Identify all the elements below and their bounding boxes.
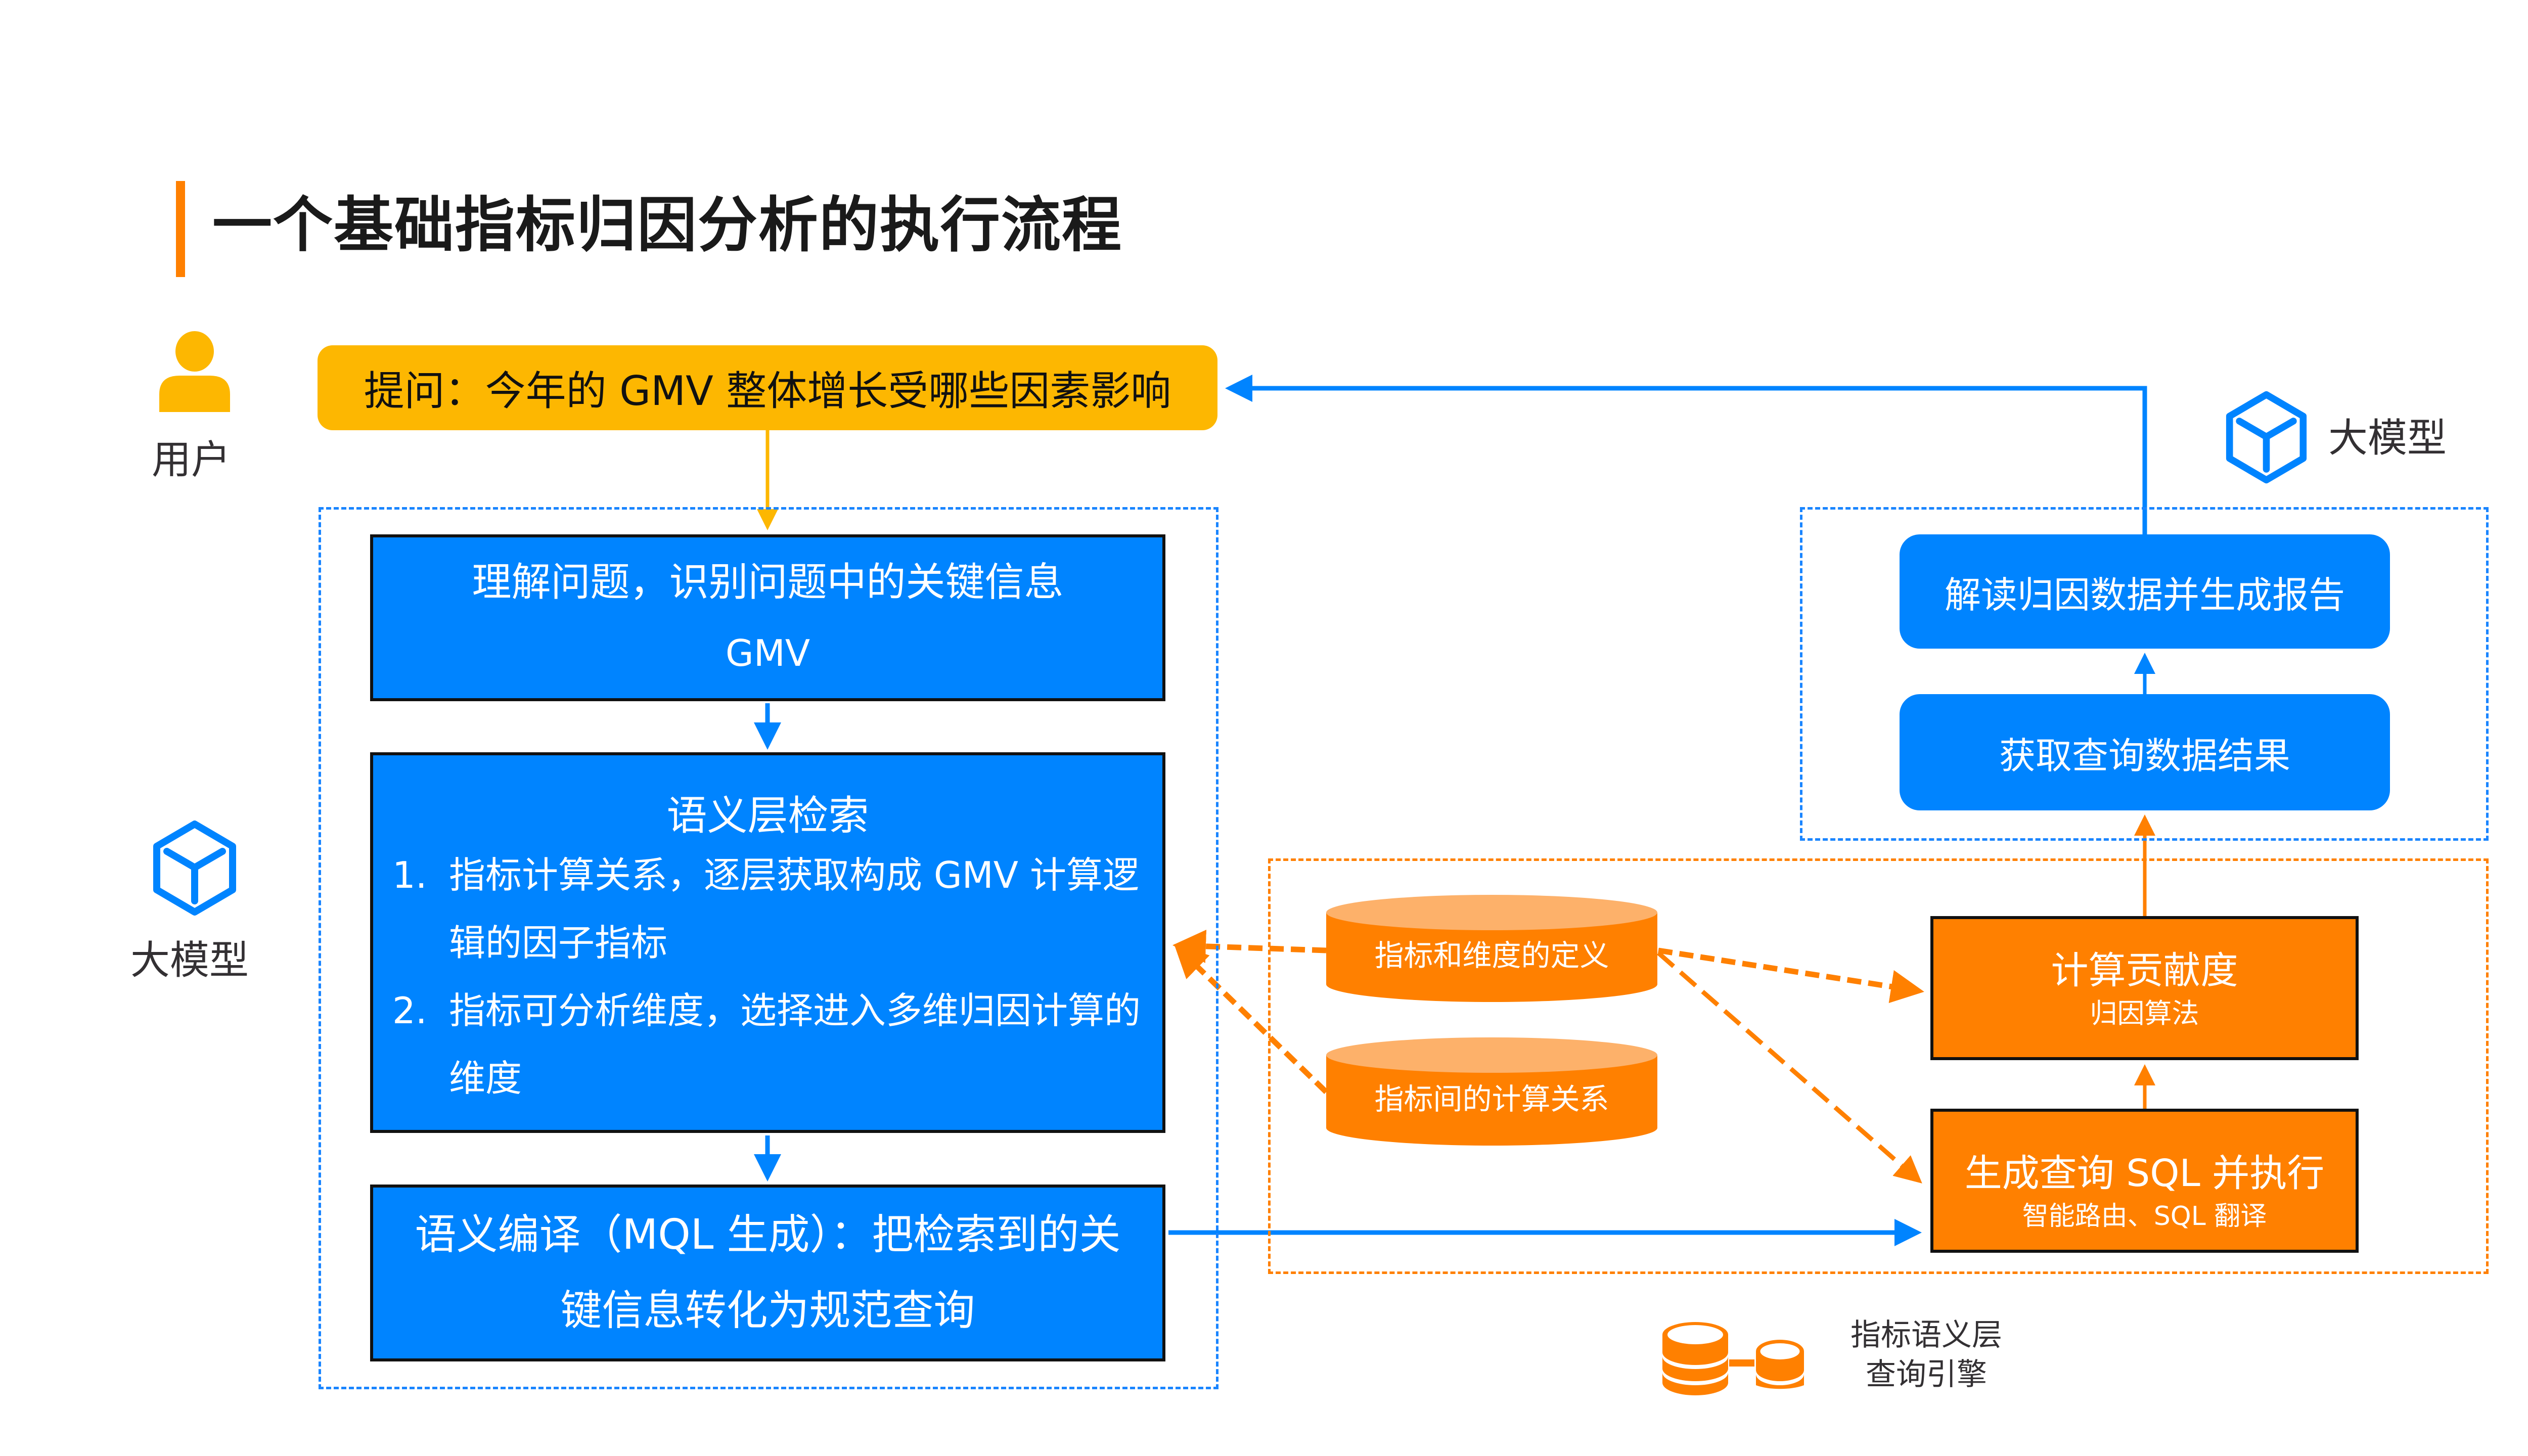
generate-sql-box: 生成查询 SQL 并执行 智能路由、SQL 翻译 [1930,1109,2359,1253]
retrieve-item: 1. 指标计算关系，逐层获取构成 GMV 计算逻辑的因子指标 [373,841,1162,977]
retrieve-item-text: 指标计算关系，逐层获取构成 GMV 计算逻辑的因子指标 [449,854,1139,964]
llm-output-container [1800,507,2489,841]
sql-subtitle: 智能路由、SQL 翻译 [2022,1201,2267,1232]
user-label: 用户 [152,437,231,483]
question-text: 提问：今年的 GMV 整体增长受哪些因素影响 [364,368,1171,415]
user-icon [159,331,230,412]
understand-step-box: 理解问题，识别问题中的关键信息 GMV [370,534,1165,701]
compute-contribution-box: 计算贡献度 归因算法 [1930,916,2359,1060]
report-step-text: 解读归因数据并生成报告 [1944,573,2345,616]
arrow-store2-to-retrieve [1174,944,1328,1094]
llm-left-label: 大模型 [130,938,249,983]
title-accent-bar [176,181,185,277]
legend-line2: 查询引擎 [1866,1357,1987,1392]
sql-title: 生成查询 SQL 并执行 [1964,1151,2325,1195]
fetch-step-text: 获取查询数据结果 [1999,734,2290,777]
understand-step-title: 理解问题，识别问题中的关键信息 [472,560,1064,605]
retrieve-step-title: 语义层检索 [666,792,869,839]
cube-icon [153,821,236,916]
compile-step-text: 语义编译（MQL 生成）：把检索到的关键信息转化为规范查询 [415,1211,1121,1335]
page-title: 一个基础指标归因分析的执行流程 [212,190,1123,260]
understand-step-keyword: GMV [725,632,810,674]
store-metric-calculation-relations: 指标间的计算关系 [1326,1037,1657,1146]
question-box: 提问：今年的 GMV 整体增长受哪些因素影响 [318,345,1217,430]
compile-step-box: 语义编译（MQL 生成）：把检索到的关键信息转化为规范查询 [370,1185,1165,1361]
query-engine-container [1268,858,2489,1274]
store-label: 指标间的计算关系 [1374,1082,1609,1116]
retrieve-item-number: 1. [392,854,427,896]
cylinder-icon [1326,1037,1657,1146]
database-icon-large [1662,1322,1728,1395]
retrieve-item-text: 指标可分析维度，选择进入多维归因计算的维度 [449,989,1141,1100]
compute-subtitle: 归因算法 [2090,997,2199,1029]
compute-title: 计算贡献度 [2051,948,2238,992]
cube-icon [2226,391,2307,484]
database-pair-icon [1662,1322,1804,1395]
llm-steps-container [319,507,1218,1389]
connector-bar [1729,1359,1754,1367]
legend-line1: 指标语义层 [1850,1317,2002,1353]
llm-right-label: 大模型 [2328,416,2447,461]
legend-label: 指标语义层 查询引擎 [1850,1315,2002,1394]
retrieve-step-box: 语义层检索 1. 指标计算关系，逐层获取构成 GMV 计算逻辑的因子指标 2. … [370,752,1165,1133]
cylinder-icon [1326,895,1657,1002]
arrow-store1-to-compute [1658,947,1924,1004]
arrow-report-to-question [1225,375,2147,534]
database-icon-small [1756,1340,1804,1389]
arrow-store1-to-retrieve [1172,929,1327,963]
fetch-step-box: 获取查询数据结果 [1900,694,2390,810]
retrieve-item-number: 2. [392,989,427,1032]
report-step-box: 解读归因数据并生成报告 [1900,534,2390,649]
retrieve-item: 2. 指标可分析维度，选择进入多维归因计算的维度 [373,977,1162,1112]
store-label: 指标和维度的定义 [1374,938,1609,973]
store-metric-dimension-definitions: 指标和维度的定义 [1326,895,1657,1002]
